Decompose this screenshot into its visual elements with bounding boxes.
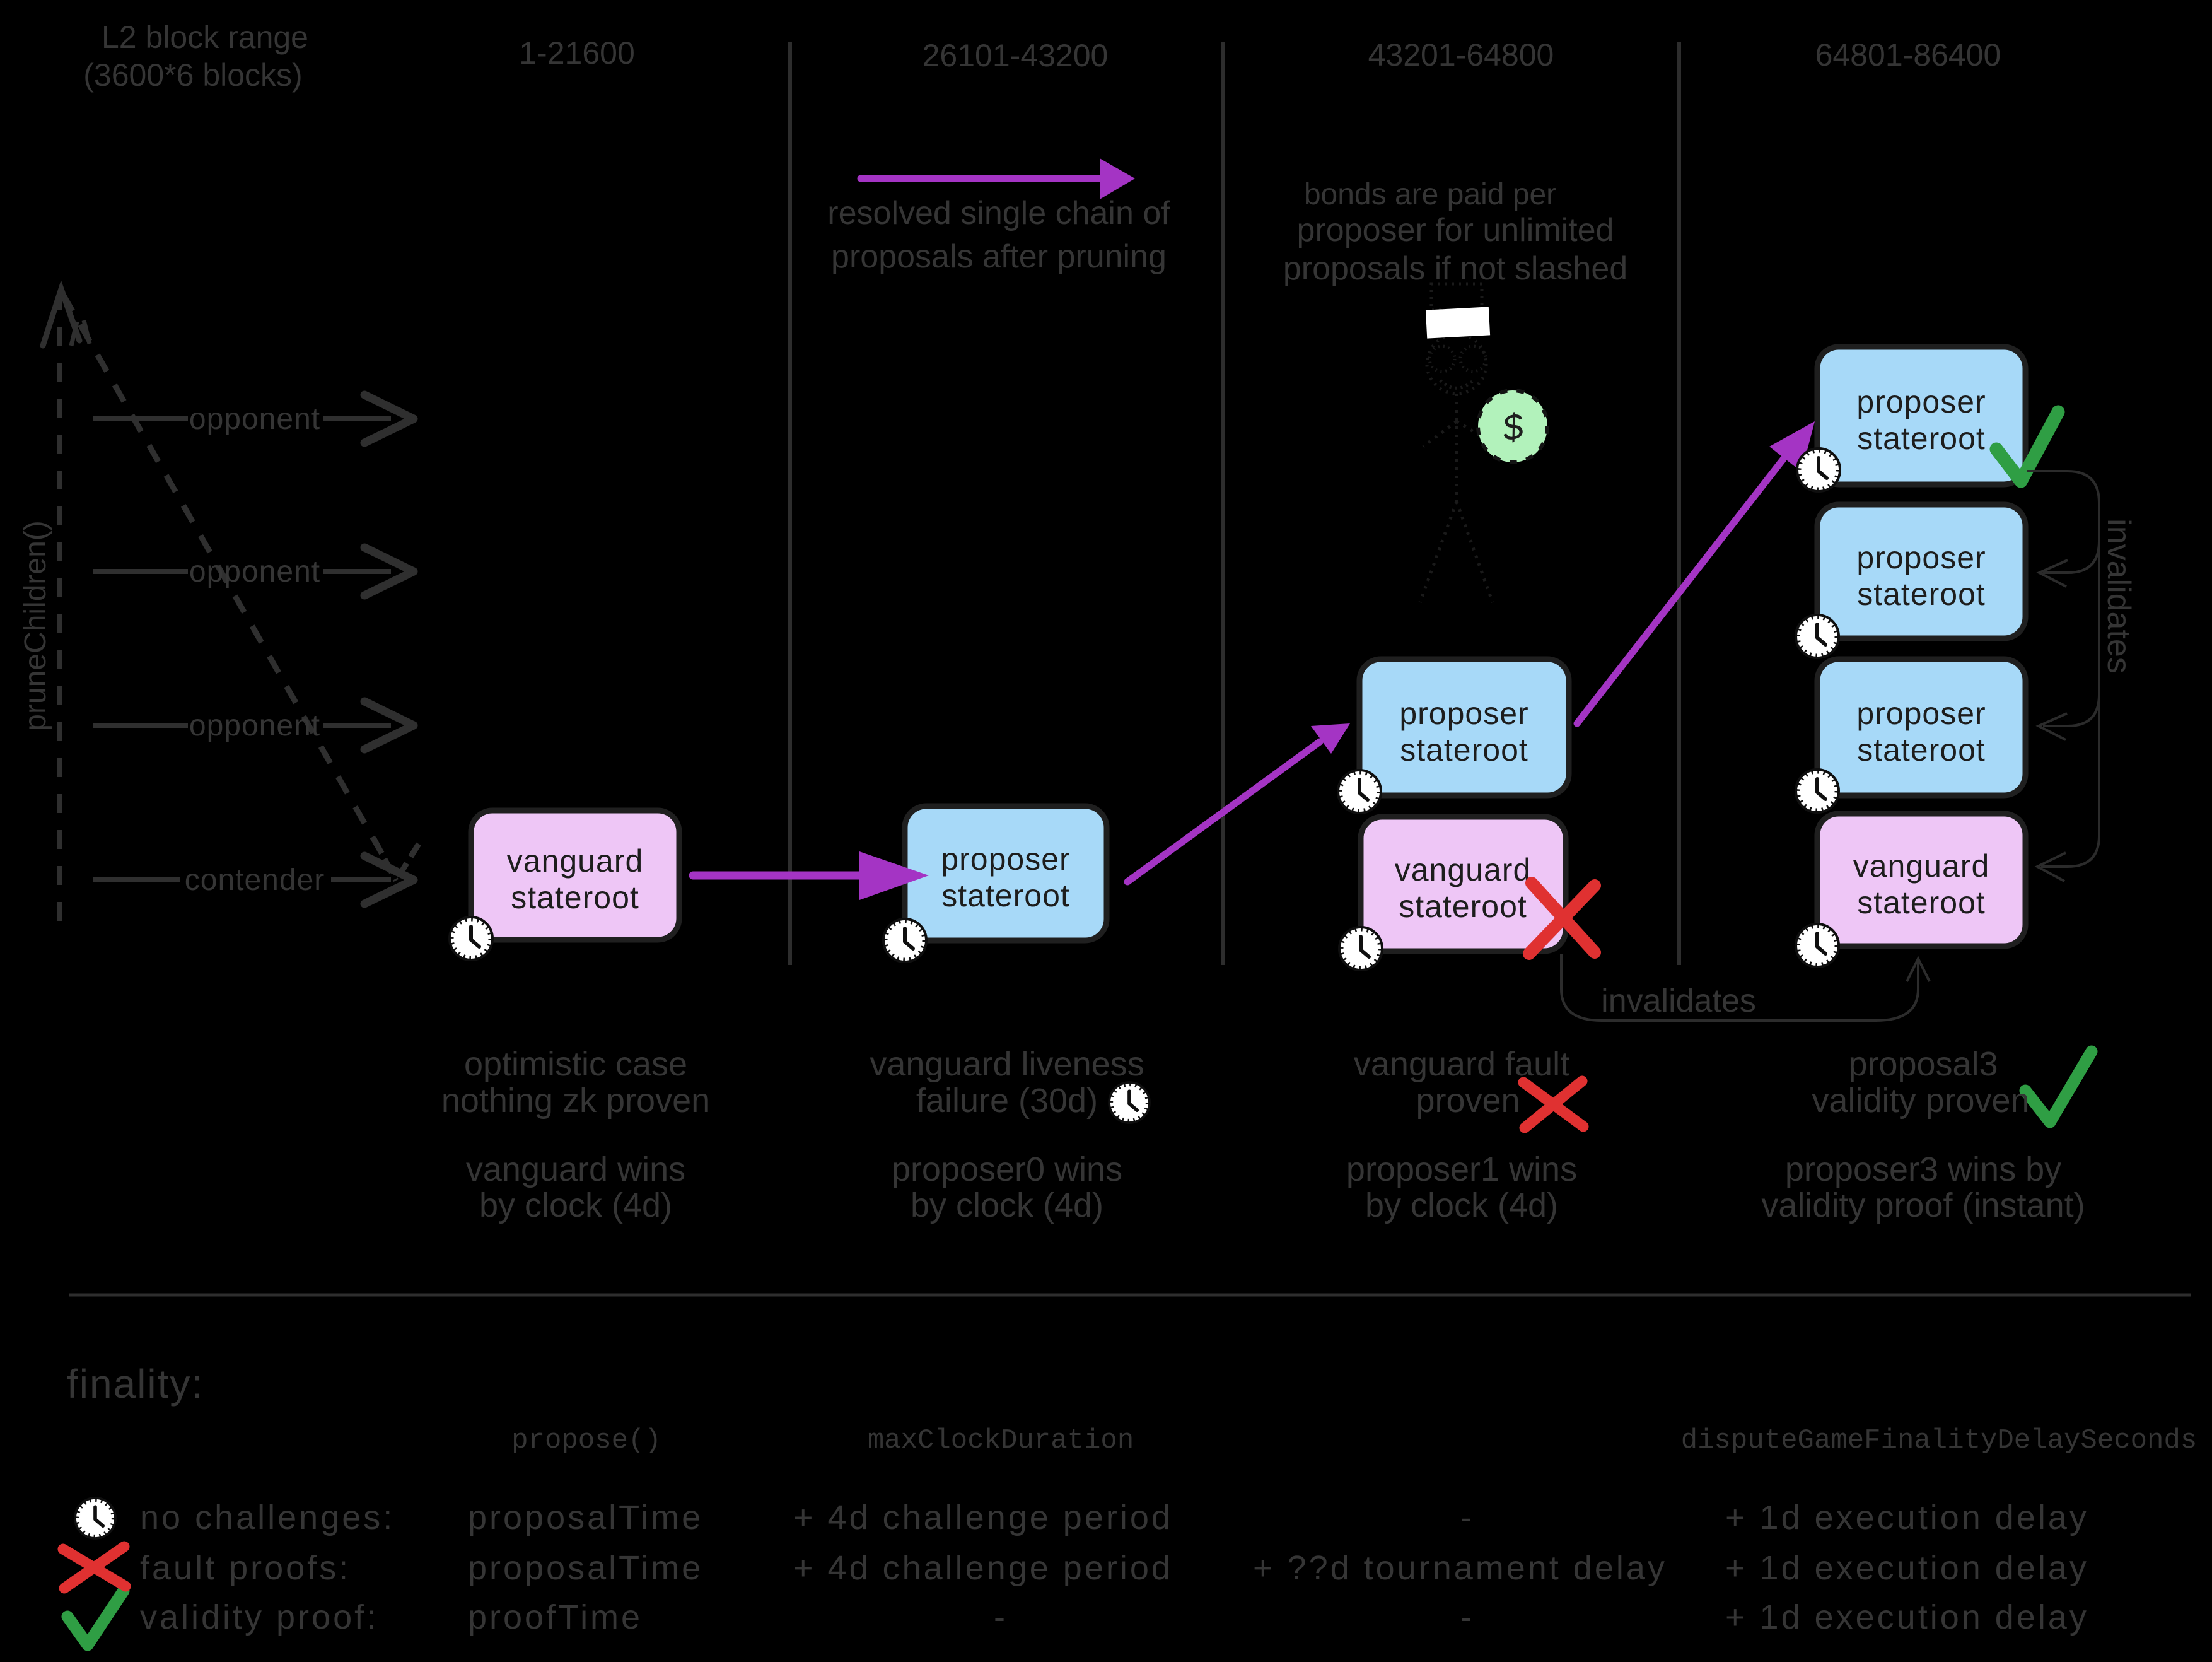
svg-text:proofTime: proofTime	[468, 1598, 643, 1636]
svg-text:proposer1 wins: proposer1 wins	[1346, 1150, 1577, 1188]
svg-text:no challenges:: no challenges:	[140, 1499, 395, 1536]
svg-text:proposal3: proposal3	[1848, 1045, 1998, 1083]
svg-text:+ 1d execution delay: + 1d execution delay	[1725, 1499, 2089, 1536]
svg-text:proven: proven	[1416, 1082, 1520, 1120]
svg-text:disputeGameFinalityDelaySecond: disputeGameFinalityDelaySeconds	[1681, 1425, 2197, 1456]
svg-text:proposer: proposer	[1856, 696, 1986, 731]
svg-text:+ ??d tournament delay: + ??d tournament delay	[1253, 1549, 1667, 1587]
svg-text:maxClockDuration: maxClockDuration	[868, 1425, 1134, 1456]
svg-text:stateroot: stateroot	[1399, 889, 1527, 924]
svg-text:proposals if not slashed: proposals if not slashed	[1283, 250, 1627, 287]
svg-text:failure (30d): failure (30d)	[916, 1082, 1098, 1120]
svg-text:43201-64800: 43201-64800	[1368, 37, 1554, 73]
svg-text:+ 1d execution delay: + 1d execution delay	[1725, 1598, 2089, 1636]
svg-text:vanguard fault: vanguard fault	[1354, 1045, 1569, 1083]
svg-text:resolved single chain of: resolved single chain of	[827, 195, 1170, 231]
svg-text:validity proof (instant): validity proof (instant)	[1761, 1186, 2085, 1224]
svg-text:nothing zk proven: nothing zk proven	[441, 1082, 710, 1120]
svg-text:-: -	[1460, 1499, 1474, 1536]
svg-text:validity proven: validity proven	[1812, 1082, 2029, 1120]
svg-text:proposer: proposer	[1856, 384, 1986, 419]
svg-text:optimistic case: optimistic case	[464, 1045, 687, 1083]
svg-text:+ 4d challenge period: + 4d challenge period	[793, 1499, 1173, 1536]
svg-text:propose(): propose()	[511, 1425, 661, 1456]
svg-text:fault proofs:: fault proofs:	[140, 1549, 351, 1587]
svg-text:opponent: opponent	[189, 402, 320, 436]
svg-text:proposer: proposer	[1399, 696, 1528, 731]
svg-text:stateroot: stateroot	[1857, 732, 1986, 768]
svg-text:proposer: proposer	[1856, 540, 1986, 575]
svg-text:vanguard liveness: vanguard liveness	[870, 1045, 1144, 1083]
svg-text:by clock (4d): by clock (4d)	[479, 1186, 672, 1224]
svg-text:opponent: opponent	[189, 555, 320, 588]
svg-text:stateroot: stateroot	[1400, 732, 1528, 768]
svg-text:-: -	[994, 1598, 1008, 1636]
svg-text:by clock (4d): by clock (4d)	[1365, 1186, 1558, 1224]
svg-text:contender: contender	[185, 863, 325, 897]
svg-text:vanguard: vanguard	[1395, 852, 1532, 887]
svg-text:+ 1d execution delay: + 1d execution delay	[1725, 1549, 2089, 1587]
svg-text:proposalTime: proposalTime	[468, 1549, 703, 1587]
svg-text:invalidates: invalidates	[1601, 983, 1756, 1019]
svg-text:+ 4d challenge period: + 4d challenge period	[793, 1549, 1173, 1587]
svg-text:proposalTime: proposalTime	[468, 1499, 703, 1536]
svg-text:proposer3 wins by: proposer3 wins by	[1785, 1150, 2061, 1188]
svg-text:1-21600: 1-21600	[519, 35, 635, 71]
svg-text:stateroot: stateroot	[511, 880, 639, 915]
svg-text:26101-43200: 26101-43200	[923, 38, 1109, 73]
svg-text:vanguard wins: vanguard wins	[466, 1150, 685, 1188]
svg-text:stateroot: stateroot	[1857, 885, 1986, 920]
svg-text:bonds are paid per: bonds are paid per	[1304, 178, 1556, 211]
svg-text:vanguard: vanguard	[507, 843, 644, 879]
svg-text:stateroot: stateroot	[941, 878, 1070, 913]
svg-text:(3600*6 blocks): (3600*6 blocks)	[83, 57, 302, 93]
svg-text:proposer: proposer	[941, 841, 1070, 877]
svg-text:64801-86400: 64801-86400	[1815, 37, 2001, 73]
svg-text:vanguard: vanguard	[1853, 848, 1990, 884]
svg-text:opponent: opponent	[189, 709, 320, 742]
svg-text:L2 block range: L2 block range	[102, 20, 308, 55]
svg-text:by clock (4d): by clock (4d)	[911, 1186, 1103, 1224]
svg-text:-: -	[1460, 1598, 1474, 1636]
svg-text:invalidates: invalidates	[2100, 518, 2137, 674]
svg-text:proposals after pruning: proposals after pruning	[831, 238, 1167, 275]
svg-text:stateroot: stateroot	[1857, 421, 1986, 456]
svg-text:proposer for unlimited: proposer for unlimited	[1297, 212, 1614, 249]
svg-text:proposer0 wins: proposer0 wins	[892, 1150, 1122, 1188]
svg-text:pruneChildren(): pruneChildren()	[19, 520, 52, 731]
svg-text:stateroot: stateroot	[1857, 576, 1986, 612]
svg-text:validity proof:: validity proof:	[140, 1598, 378, 1636]
svg-text:finality:: finality:	[67, 1361, 204, 1407]
